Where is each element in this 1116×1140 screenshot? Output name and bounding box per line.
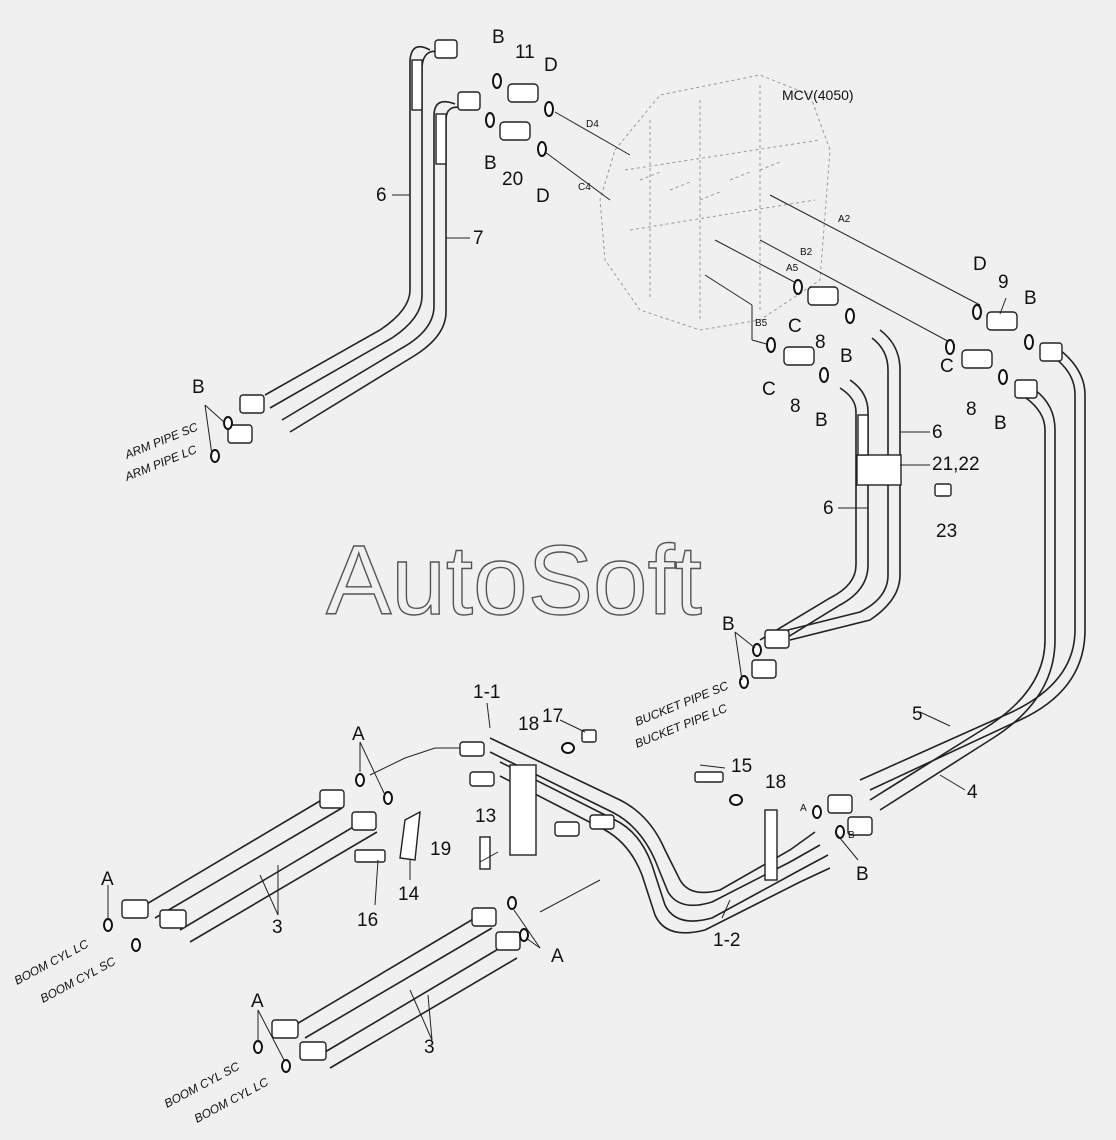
callout-23: 23 [936,521,957,542]
letter-c-a5: C [788,316,802,337]
letter-d-20: D [536,186,550,207]
hose-fitting-sleeve [411,59,423,111]
mcv-label: MCV(4050) [782,87,854,103]
hose-fitting-sleeve [435,113,447,165]
port-c4: C4 [578,182,591,193]
port-b5: B5 [755,318,768,329]
letter-a-boom-lc: A [101,869,114,890]
callout-4: 4 [967,782,978,803]
port-a2: A2 [838,214,851,225]
callout-15: 15 [731,756,752,777]
callout-18-right: 18 [765,772,786,793]
callout-17: 17 [542,706,563,727]
callout-18-upper: 18 [518,714,539,735]
callout-16: 16 [357,910,378,931]
pipe-clamp-21-22 [856,454,902,486]
callout-20: 20 [502,169,523,190]
callout-11: 11 [515,42,535,63]
callout-6-lower: 6 [823,498,834,519]
letter-b-arm: B [192,377,205,398]
callout-13: 13 [475,806,496,827]
fitting-20 [499,121,531,141]
port-a5: A5 [786,263,799,274]
port-leaders [544,111,981,346]
callout-8-right: 8 [966,399,977,420]
fitting-9 [986,311,1018,331]
o-rings-top [485,73,554,157]
bolt-16 [354,849,386,863]
bracket-13 [509,764,537,856]
callout-9: 9 [998,272,1009,293]
letter-c-b2: C [940,356,954,377]
letter-b-top: B [492,27,505,48]
callout-6-bucket: 6 [932,422,943,443]
arm-pipes [227,39,481,444]
callout-8-upper: 8 [815,332,826,353]
letter-b-20: B [484,153,497,174]
letter-b-right: B [856,864,869,885]
callout-3-lower: 3 [424,1037,435,1058]
hardware [354,483,952,870]
nut-17 [581,729,597,743]
callout-3-upper: 3 [272,917,283,938]
letter-d-top: D [544,55,558,76]
letter-a-left: A [352,724,365,745]
watermark: AutoSoft [326,525,702,635]
callout-8-lower: 8 [790,396,801,417]
callout-5: 5 [912,704,923,725]
fitting-8-lower [783,346,815,366]
boom-hoses-lower [271,907,521,1069]
boom-pipes [459,737,831,934]
o-rings-ends [103,416,845,1073]
bolt-23 [934,483,952,497]
letter-c-b5: C [762,379,776,400]
letter-b-b5: B [815,410,828,431]
o-rings-mid [766,279,1034,385]
letter-b-a5: B [840,346,853,367]
letter-b-9: B [1024,288,1037,309]
mounting-plate [764,809,778,881]
fitting-11 [507,83,539,103]
port-d4: D4 [586,119,599,130]
port-b2: B2 [800,247,813,258]
letter-a-bottom: A [251,991,264,1012]
bolt-15 [694,771,724,783]
callout-14: 14 [398,884,420,905]
callout-1-2: 1-2 [713,930,740,951]
callout-21-22: 21,22 [932,454,980,475]
letter-a-small: A [800,803,807,814]
stud-19 [479,836,491,870]
letter-d-9: D [973,254,987,275]
fitting-8-right [961,349,993,369]
callout-19: 19 [430,839,451,860]
letter-b-b2: B [994,413,1007,434]
bucket-pipes [751,329,902,679]
long-pipes-4-5 [827,342,1086,836]
clamp-14 [399,810,421,861]
callout-1-1: 1-1 [473,682,500,703]
callout-7: 7 [473,228,484,249]
boom-hoses-upper [121,789,378,943]
letter-a-mid: A [551,946,564,967]
callout-6-arm: 6 [376,185,387,206]
letter-b-small: B [848,830,855,841]
fitting-8-upper [807,286,839,306]
letter-b-bucket: B [722,614,735,635]
callout-leaders [107,194,1007,1061]
mcv-valve-block [599,74,831,331]
